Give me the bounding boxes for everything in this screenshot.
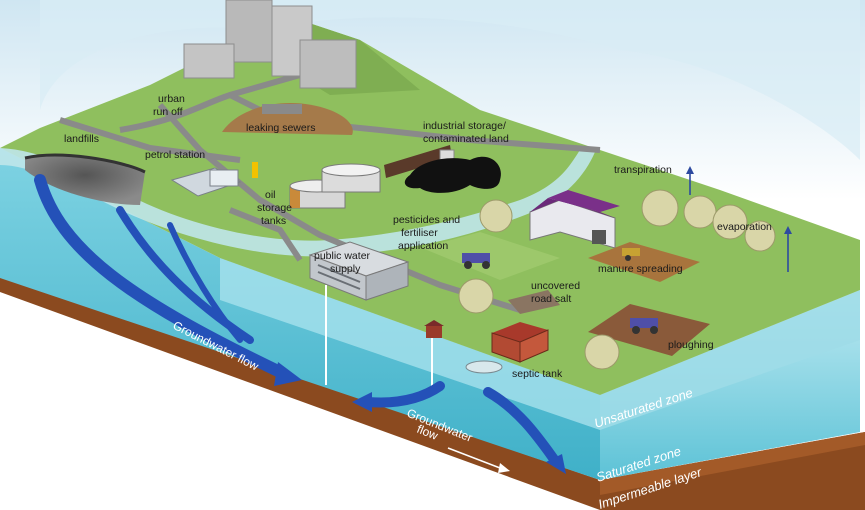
vapour-arrows xyxy=(689,172,789,272)
flow-arrowhead xyxy=(352,392,372,412)
flow-arrowhead xyxy=(546,454,566,474)
label-industrial-line1: industrial storage/ xyxy=(423,120,506,132)
land-surface xyxy=(0,20,860,395)
label-pesticides-line2: fertiliser xyxy=(401,227,438,239)
label-oil-storage-line2: storage xyxy=(257,202,292,214)
septic-tank xyxy=(465,360,503,374)
crop-field xyxy=(422,232,560,280)
unsaturated-front-band xyxy=(220,258,600,430)
label-pesticides-line3: application xyxy=(398,240,448,252)
label-evaporation: evaporation xyxy=(717,221,772,233)
label-uncovered-line1: uncovered xyxy=(531,280,580,292)
urban-buildings xyxy=(183,0,357,89)
manure-spreader-icon xyxy=(622,248,640,261)
cloud-haze xyxy=(40,0,860,160)
label-industrial-line2: contaminated land xyxy=(423,133,509,145)
label-manure-spreading: manure spreading xyxy=(598,263,683,275)
impermeable-layer-band xyxy=(0,275,865,510)
industrial-site xyxy=(384,145,501,193)
label-ploughing: ploughing xyxy=(668,339,714,351)
flow-direction-arrowhead xyxy=(498,463,510,473)
label-uncovered-line2: road salt xyxy=(531,293,571,305)
oil-storage-tanks xyxy=(289,163,381,209)
oil-spill xyxy=(404,156,501,193)
label-public-water-line2: supply xyxy=(330,263,361,275)
road-salt-pile xyxy=(508,290,560,314)
sewer-pipe xyxy=(262,104,302,114)
label-septic-tank: septic tank xyxy=(512,368,563,380)
stream xyxy=(0,148,595,257)
label-petrol-station: petrol station xyxy=(145,149,205,161)
flow-arrowhead xyxy=(274,362,302,386)
well-house-icon xyxy=(424,320,444,338)
flow-direction-line xyxy=(447,447,501,469)
label-transpiration: transpiration xyxy=(614,164,672,176)
groundwater-flow-arrows-middle xyxy=(363,381,561,467)
label-leaking-sewers: leaking sewers xyxy=(246,122,315,134)
tractor-icon xyxy=(462,253,490,269)
barn xyxy=(529,190,620,249)
unsaturated-zone-band xyxy=(600,290,860,430)
public-water-supply-building xyxy=(308,241,410,301)
label-pesticides-line1: pesticides and xyxy=(393,214,460,226)
label-oil-storage-line3: tanks xyxy=(261,215,286,227)
manure-field xyxy=(588,242,700,282)
tractor-icon xyxy=(630,318,658,334)
landfill-pit xyxy=(25,155,145,205)
farm-house xyxy=(491,322,549,363)
ploughed-field xyxy=(588,304,710,356)
label-urban-run-off-line1: urban xyxy=(158,93,185,105)
landfill-liner xyxy=(24,153,146,174)
evaporation-arrowhead xyxy=(784,226,792,234)
label-public-water-line1: public water xyxy=(314,250,371,262)
label-landfills: landfills xyxy=(64,133,99,145)
label-oil-storage-line1: oil xyxy=(265,189,276,201)
impermeable-layer-right xyxy=(600,432,865,495)
trees xyxy=(458,189,776,370)
label-urban-run-off-line2: run off xyxy=(153,106,183,118)
leaking-sewers-mound xyxy=(222,103,353,135)
petrol-station xyxy=(170,162,258,197)
groundwater-flow-arrows-left xyxy=(34,174,286,378)
transpiration-arrowhead xyxy=(686,166,694,174)
